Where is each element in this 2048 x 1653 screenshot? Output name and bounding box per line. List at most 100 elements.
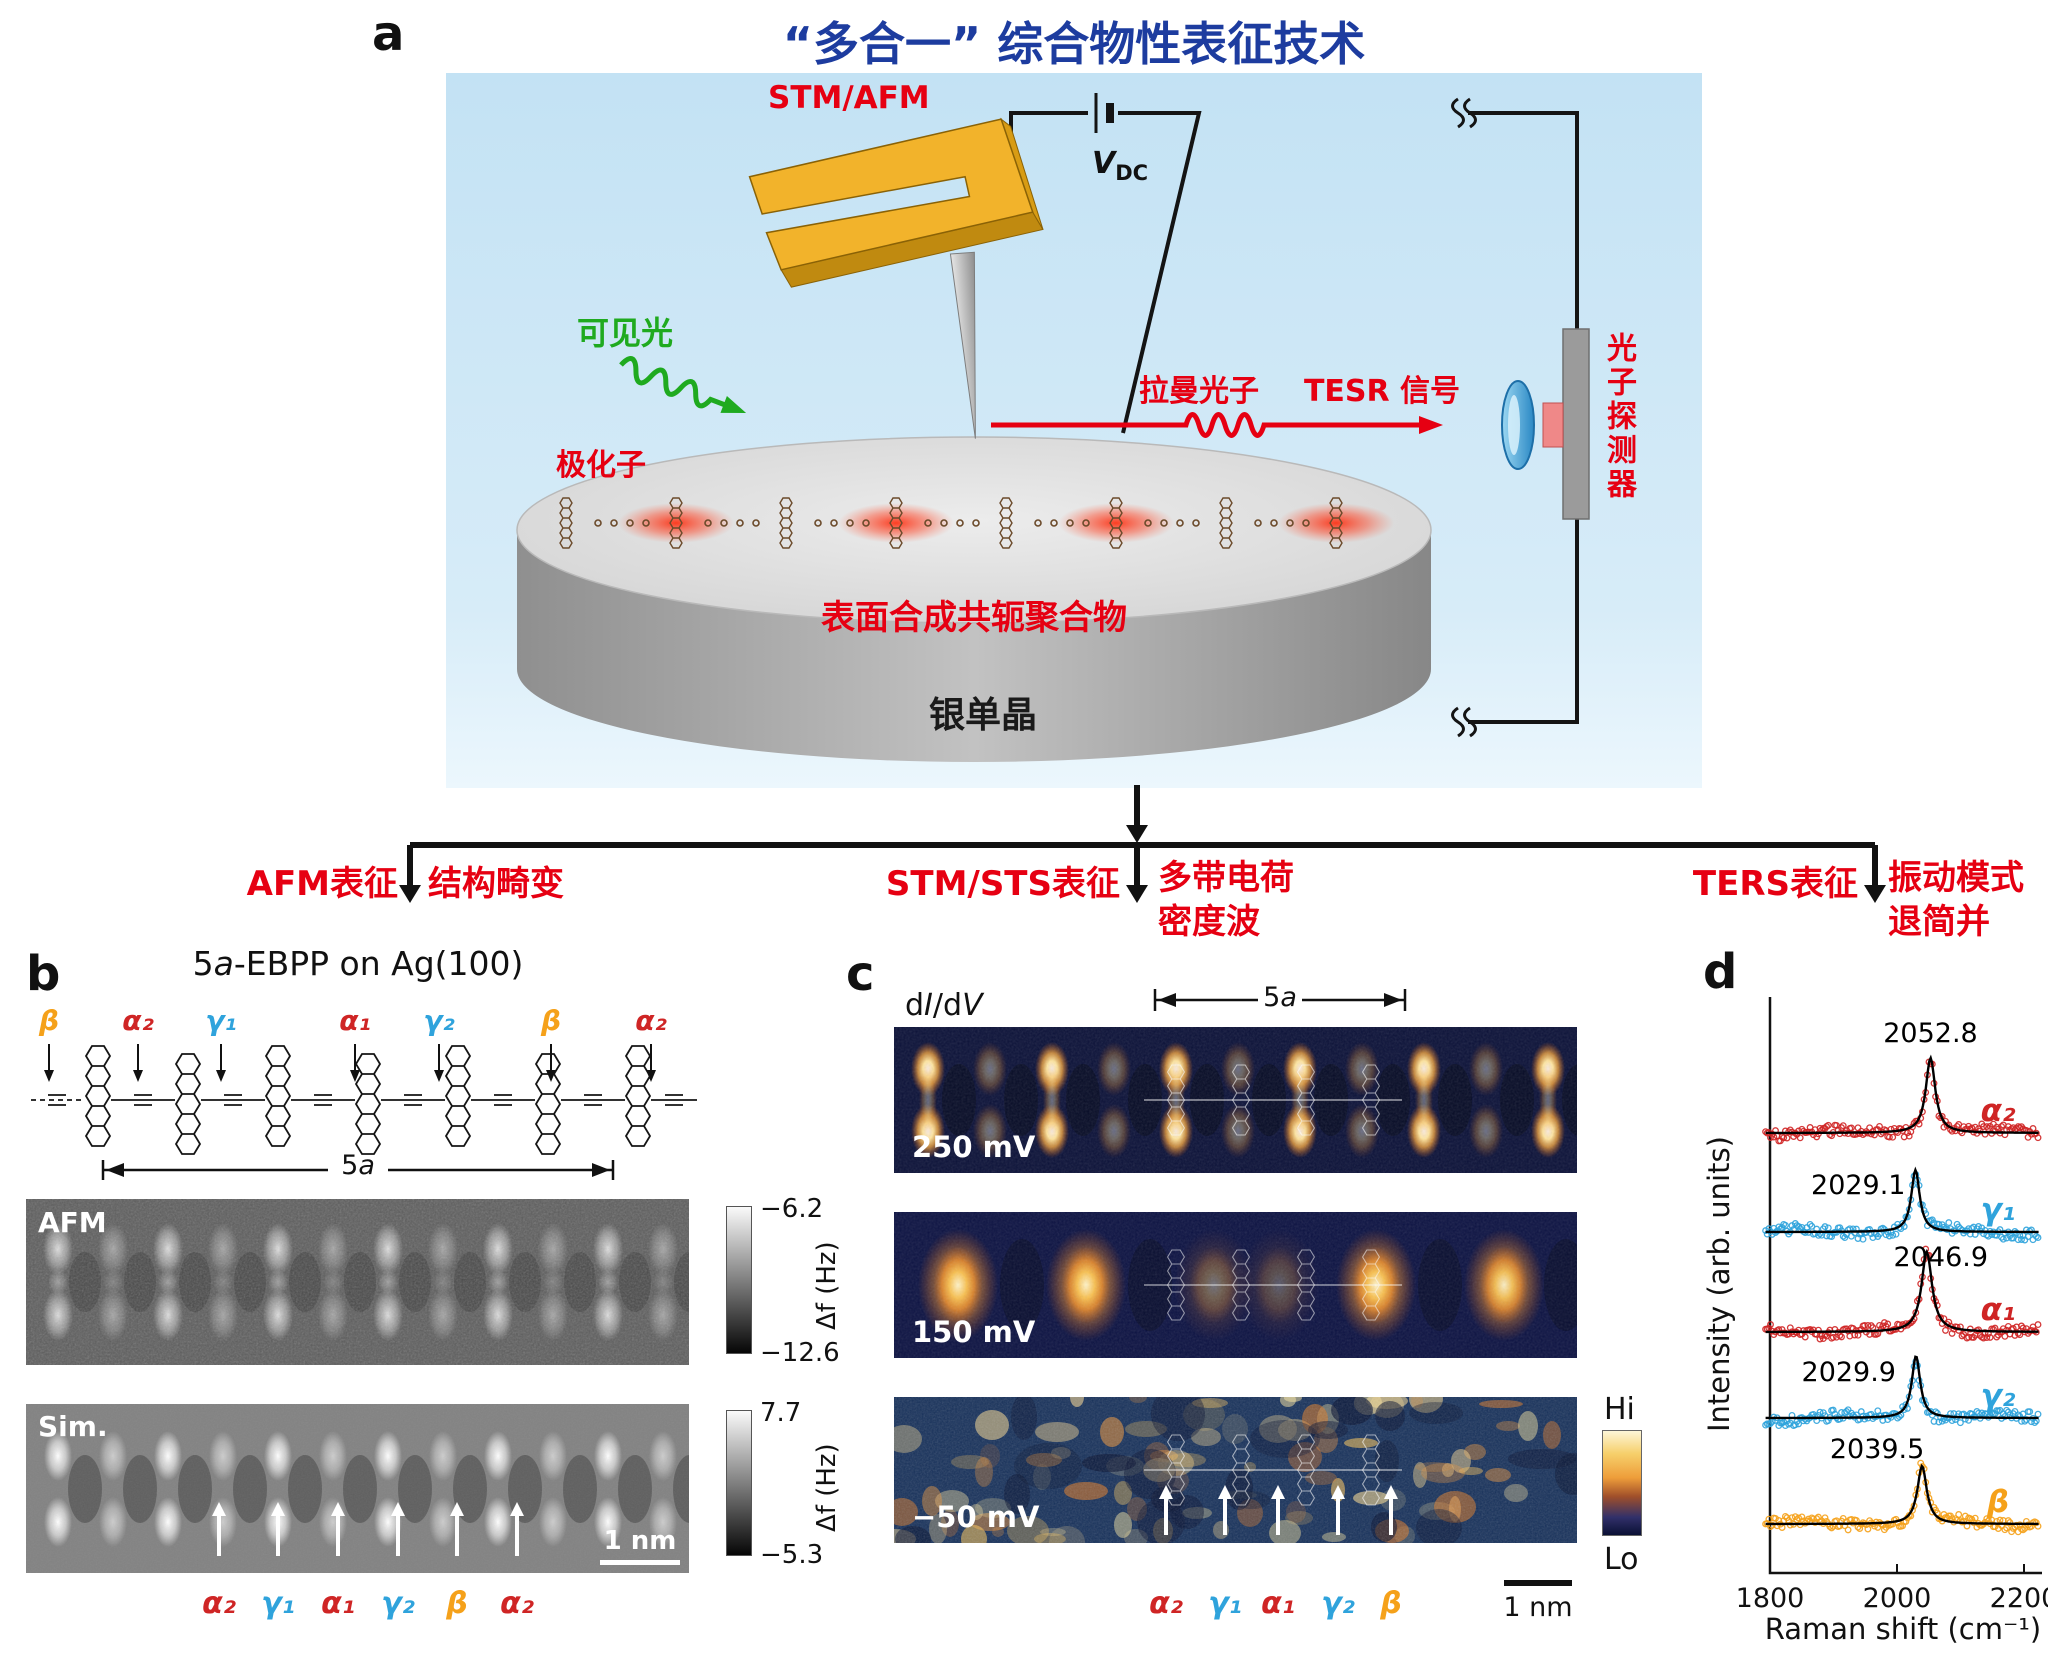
stm-map-250mv — [894, 1027, 1577, 1173]
sim-image — [26, 1404, 689, 1573]
sim-scale-min: −5.3 — [760, 1540, 824, 1570]
substrate-label: 银单晶 — [928, 695, 1037, 736]
mode-label: γ₂ — [381, 1586, 415, 1621]
peak-value-label: 2039.5 — [1830, 1434, 1924, 1465]
mode-label: α₁ — [1261, 1586, 1295, 1621]
mode-label: α₂ — [635, 1004, 667, 1037]
span-5a-c — [1153, 989, 1407, 1011]
mode-label: γ₁ — [205, 1004, 237, 1037]
photon-detector-label: 光子探测器 — [1601, 332, 1636, 502]
branch-ters-result: 振动模式退简并 — [1888, 858, 2024, 943]
bias-label-150mv: 150 mV — [912, 1315, 1036, 1349]
spectrum-trace: 2029.9 γ₂ — [1762, 1355, 2042, 1430]
panel-c-letter: c — [846, 946, 875, 1002]
mode-label: γ₂ — [423, 1004, 455, 1037]
mode-label: γ₂ — [1321, 1586, 1355, 1621]
afm-colorbar — [726, 1206, 752, 1354]
sim-colorbar — [726, 1410, 752, 1556]
mode-arrow-icons — [1159, 1485, 1398, 1535]
series-label: α₂ — [1981, 1093, 2016, 1129]
detector-plate — [1562, 328, 1590, 520]
bias-label-neg50mv: −50 mV — [912, 1500, 1040, 1534]
fit-curve — [1765, 1166, 2039, 1234]
stm-map-neg50mv — [894, 1397, 1577, 1543]
branch-stm-result: 多带电荷密度波 — [1158, 858, 1294, 943]
wire-break-icon — [1451, 97, 1477, 738]
x-tick-label: 2200 — [1990, 1583, 2048, 1614]
polymer-chain — [559, 497, 1394, 549]
panel-a-letter: a — [372, 6, 405, 62]
scalebar-c — [1504, 1580, 1572, 1586]
mode-label: α₂ — [1149, 1586, 1183, 1621]
peak-value-label: 2029.9 — [1802, 1357, 1896, 1388]
stm-map-150mv — [894, 1212, 1577, 1358]
flow-arrows — [399, 785, 1886, 903]
afm-scale-unit: Δf (Hz) — [812, 1241, 842, 1330]
panel-d-letter: d — [1703, 944, 1738, 1000]
mode-label: α₁ — [321, 1586, 355, 1621]
span-label-c: 5a — [1263, 982, 1297, 1013]
polymer-label: 表面合成共轭聚合物 — [821, 598, 1127, 638]
mode-label: β — [38, 1004, 60, 1037]
y-axis-label: Intensity (arb. units) — [1702, 1136, 1736, 1432]
fit-curve — [1765, 1054, 2039, 1135]
x-tick-label: 1800 — [1736, 1583, 1805, 1614]
branch-afm-method: AFM表征 — [246, 864, 398, 904]
afm-scale-min: −12.6 — [760, 1338, 840, 1368]
mode-label: β — [446, 1586, 468, 1621]
scalebar-label-c: 1 nm — [1503, 1592, 1573, 1623]
span-label-b: 5a — [341, 1150, 375, 1181]
fit-curve — [1765, 1248, 2039, 1334]
x-axis-label: Raman shift (cm⁻¹) — [1764, 1612, 2042, 1646]
mode-arrow-icons — [212, 1502, 524, 1556]
series-label: β — [1986, 1484, 2009, 1520]
bias-label-250mv: 250 mV — [912, 1130, 1036, 1164]
peak-value-label: 2046.9 — [1894, 1242, 1988, 1273]
afm-scale-max: −6.2 — [760, 1194, 824, 1224]
probe-label: STM/AFM — [768, 80, 930, 116]
detector-sensor — [1542, 402, 1564, 448]
sim-image-label: Sim. — [38, 1410, 108, 1443]
peak-value-label: 2052.8 — [1883, 1018, 1977, 1049]
visible-light-arrow — [619, 356, 747, 414]
scalebar-label-b: 1 nm — [603, 1526, 677, 1556]
sample-disk — [516, 436, 1432, 762]
mode-label: γ₁ — [1208, 1586, 1242, 1621]
series-label: γ₂ — [1981, 1378, 2016, 1414]
polaron-label: 极化子 — [556, 448, 646, 483]
raman-photon-arrow — [991, 412, 1443, 438]
scalebar-b — [600, 1560, 680, 1565]
spectrum-trace: 2046.9 α₁ — [1762, 1242, 2042, 1343]
branch-afm-result: 结构畸变 — [428, 864, 564, 904]
panel-b-title: 5a-EBPP on Ag(100) — [192, 944, 524, 983]
photon-detector — [1501, 328, 1590, 520]
spectrum-trace: 2029.1γ₁ — [1762, 1166, 2042, 1244]
x-tick-label: 2000 — [1863, 1583, 1932, 1614]
cantilever — [748, 117, 1044, 439]
stm-colorbar — [1602, 1430, 1642, 1536]
mode-label: α₂ — [122, 1004, 154, 1037]
span-5a-b — [101, 1160, 615, 1180]
mode-label: α₂ — [500, 1586, 534, 1621]
peak-value-label: 2029.1 — [1811, 1170, 1905, 1201]
series-label: α₁ — [1981, 1292, 2016, 1328]
mode-label: β — [1380, 1586, 1402, 1621]
bond-arrow-icons — [44, 1044, 656, 1082]
fit-curve — [1765, 1355, 2039, 1420]
spectrum-trace: 2039.5 β — [1762, 1434, 2042, 1536]
chemical-structure — [31, 1044, 697, 1180]
branch-ters-method: TERS表征 — [1692, 864, 1858, 904]
probe-tip — [949, 251, 976, 439]
mode-label: γ₁ — [261, 1586, 295, 1621]
panel-a-schematic — [446, 73, 1702, 788]
sim-scale-unit: Δf (Hz) — [812, 1443, 842, 1532]
mode-label: β — [540, 1004, 562, 1037]
tesr-signal-label: TESR 信号 — [1303, 374, 1461, 409]
battery-symbol — [1094, 93, 1114, 133]
figure-title: “多合一” 综合物性表征技术 — [782, 17, 1366, 71]
mode-label: α₂ — [202, 1586, 236, 1621]
sim-scale-max: 7.7 — [760, 1398, 802, 1428]
raman-photon-label: 拉曼光子 — [1139, 374, 1259, 409]
